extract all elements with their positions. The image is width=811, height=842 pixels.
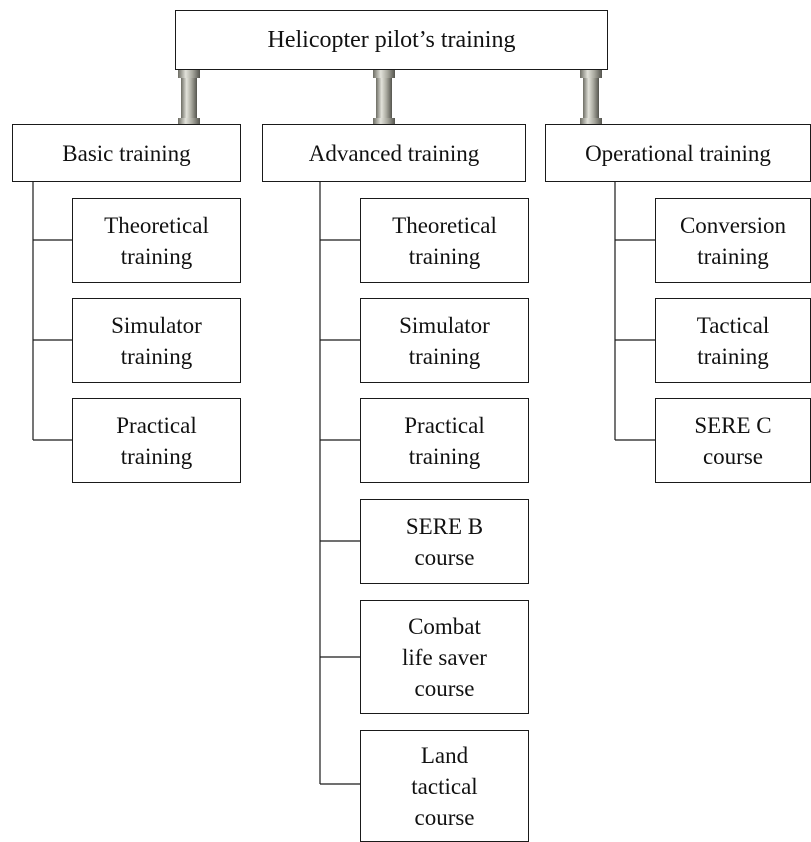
category-advanced-training: Advanced training: [262, 124, 526, 182]
node-basic-practical: Practical training: [72, 398, 241, 483]
node-basic-simulator: Simulator training: [72, 298, 241, 383]
pillar-operational: [580, 70, 602, 124]
node-advanced-theoretical: Theoretical training: [360, 198, 529, 283]
node-advanced-land-tactical: Land tactical course: [360, 730, 529, 842]
node-operational-sere-c: SERE C course: [655, 398, 811, 483]
tree-operational: [614, 182, 655, 441]
node-operational-conversion: Conversion training: [655, 198, 811, 283]
pillar-basic: [178, 70, 200, 124]
node-advanced-combat-life-saver: Combat life saver course: [360, 600, 529, 714]
node-advanced-simulator: Simulator training: [360, 298, 529, 383]
category-operational-training: Operational training: [545, 124, 811, 182]
node-basic-theoretical: Theoretical training: [72, 198, 241, 283]
tree-basic: [32, 182, 72, 441]
node-advanced-sere-b: SERE B course: [360, 499, 529, 584]
root-node: Helicopter pilot’s training: [175, 10, 608, 70]
node-advanced-practical: Practical training: [360, 398, 529, 483]
pillar-advanced: [373, 70, 395, 124]
category-basic-training: Basic training: [12, 124, 241, 182]
tree-advanced: [319, 182, 360, 785]
node-operational-tactical: Tactical training: [655, 298, 811, 383]
